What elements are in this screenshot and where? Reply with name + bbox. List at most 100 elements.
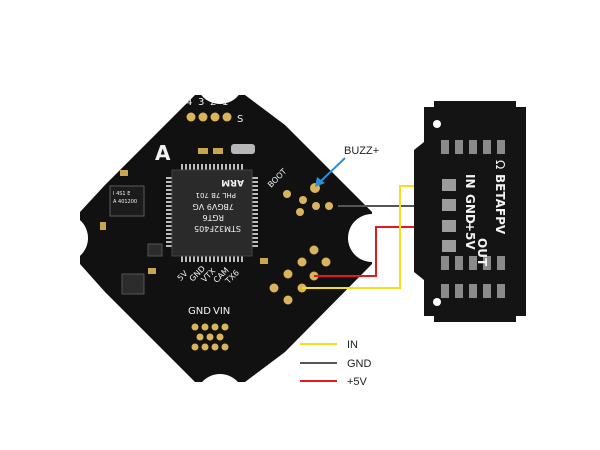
buzz-arrow-head [315,177,325,187]
mcu-label-line4: PHL 7B 701 [196,191,236,199]
module-pad [483,140,491,154]
module-brand-symbol: Ω [493,160,507,169]
module-bottom-tab [434,312,516,322]
mount-notch-top [196,56,244,104]
module-pad [483,284,491,298]
legend: IN GND +5V [300,339,372,388]
module: IN GND +5V OUT Ω BETAFPV [414,101,526,322]
gyro-chip-line2: A 401200 [113,199,137,205]
module-pad [497,140,505,154]
power-pads [191,323,229,351]
module-top-tab [434,101,516,111]
motor-pad-label-2: 2 [210,97,216,108]
module-pad [441,140,449,154]
smd-component [260,258,268,264]
mount-notch-left [40,214,88,262]
motor-pad [198,112,208,122]
mcu-pins-top [181,164,243,170]
module-pad [469,140,477,154]
power-pad [201,343,209,351]
header-pad [283,295,293,305]
mcu-label-line2: RGT6 [203,213,224,222]
motor-pad [210,112,220,122]
mcu-brand: ARM [221,177,244,187]
wire-5v [314,226,448,277]
gyro-chip-line1: I 4S1 E [113,191,130,197]
module-mount-hole [433,120,441,128]
mcu-chip: STM32F405 RGT6 7BGV9 VG PHL 7B 701 ARM [166,164,258,262]
module-pad [441,256,449,270]
module-label-in: IN [463,174,477,189]
motor-pad-label-s: S [237,114,243,125]
module-label-out: OUT [475,238,489,267]
module-pad [497,256,505,270]
power-label-vin: VIN [213,306,230,317]
legend-label-5v: +5V [347,376,368,388]
module-bottom-pads [441,140,505,298]
motor-pad [222,112,232,122]
module-label-5v: +5V [463,222,477,250]
boot-pad [312,202,320,210]
legend-label-gnd: GND [347,358,372,370]
flight-controller-board: 4 3 2 1 S A I 4S1 E A 401200 ST [40,56,396,422]
regulator [121,273,145,295]
power-pad [221,323,229,331]
boot-pad [296,208,304,216]
module-brand: BETAFPV [493,174,507,235]
power-pad [196,333,204,341]
mcu-pins-left [166,177,172,247]
mcu-pins-bottom [181,256,243,262]
module-pad-gnd [442,199,456,211]
smd-component [213,148,223,154]
module-pad-out [442,240,456,252]
power-pad [211,323,219,331]
power-pad [191,323,199,331]
module-label-gnd: GND [463,194,477,224]
power-pad [221,343,229,351]
mcu-pins [166,164,258,262]
regulator-small [147,243,163,257]
power-pad [191,343,199,351]
module-pad [469,284,477,298]
module-pad [455,140,463,154]
module-pad [483,256,491,270]
header-pad [283,269,293,279]
motor-pad [186,112,196,122]
smd-component [198,148,208,154]
mcu-pins-right [252,177,258,247]
power-pad [201,323,209,331]
header-pad [321,257,331,267]
motor-pad-label-4: 4 [186,97,192,108]
mount-notch-bottom [196,374,244,422]
mcu-label-line1: STM32F405 [194,224,241,233]
boot-pad [283,190,291,198]
buzz-arrow-line [319,157,346,183]
pin-header [269,245,331,305]
gyro-chip [109,185,145,217]
power-pad [211,343,219,351]
module-mount-hole [433,298,441,306]
mcu-label-line3: 7BGV9 VG [193,202,234,211]
module-pad [441,284,449,298]
module-pad-in [442,179,456,191]
module-pad [455,256,463,270]
header-pad [309,245,319,255]
crystal-oscillator [231,144,255,154]
header-pad [297,257,307,267]
motor-pad-label-1: 1 [222,97,228,108]
motor-pads [186,112,232,122]
smd-component [120,170,128,176]
header-pad [269,283,279,293]
module-pad [455,284,463,298]
boot-pad [325,202,333,210]
boot-pad [299,196,307,204]
module-pad [469,256,477,270]
power-pad [206,333,214,341]
smd-component [148,268,156,274]
mount-notch-right [348,214,396,262]
module-pad [497,284,505,298]
legend-label-in: IN [347,339,358,351]
power-pad [216,333,224,341]
buzz-label: BUZZ+ [344,145,379,157]
